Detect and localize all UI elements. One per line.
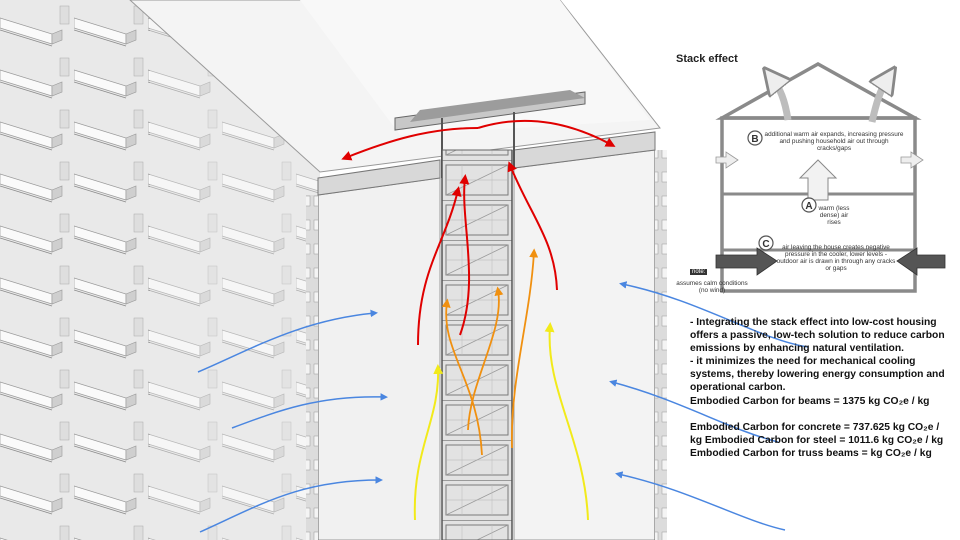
blue-arrow-in-4	[619, 281, 809, 348]
description-line-3: Embodied Carbon for beams = 1375 kg CO₂e…	[690, 395, 930, 407]
yellow-arrow-rise-2	[544, 322, 589, 521]
blue-arrow-in-3	[199, 476, 383, 533]
text-b: additional warm air expands, increasing …	[764, 131, 904, 152]
side-out-arrow-left	[715, 151, 739, 169]
orange-arrow-rise-2	[467, 286, 504, 431]
stack-effect-title: Stack effect	[676, 53, 738, 65]
side-out-arrow-right	[900, 151, 924, 169]
roof-vent-arrow-right	[868, 78, 888, 123]
rising-air-flow	[413, 322, 589, 521]
cool-air-flow	[197, 281, 809, 533]
red-arrow-rise-1	[417, 186, 462, 346]
blue-arrow-in-5	[609, 379, 779, 443]
label-b-circle	[747, 130, 763, 146]
label-c: C	[762, 239, 769, 250]
roof-vent-arrow-left	[772, 78, 788, 121]
inflow-arrow-left	[715, 247, 778, 276]
label-b: B	[751, 134, 758, 145]
red-arrow-rise-2	[459, 174, 471, 336]
warm-air-up-arrow	[798, 159, 838, 201]
note-label: note:	[690, 269, 708, 275]
note-text: assumes calm conditions (no wind)	[676, 280, 748, 294]
blue-arrow-in-6	[615, 471, 786, 531]
blue-arrow-in-2	[231, 393, 388, 429]
description-line-1: - Integrating the stack effect into low-…	[690, 317, 945, 355]
orange-arrow-rise-3	[510, 248, 539, 449]
warm-air-flow	[441, 248, 539, 456]
label-a-circle	[801, 197, 817, 213]
stair-core	[441, 149, 513, 540]
description-text: - Integrating the stack effect into low-…	[690, 316, 948, 460]
description-line-2: - it minimizes the need for mechanical c…	[690, 356, 945, 394]
inflow-arrow-right	[896, 247, 946, 276]
blue-arrow-in-1	[197, 309, 378, 373]
text-c: air leaving the house creates negative p…	[776, 244, 896, 272]
orange-arrow-rise-1	[441, 298, 483, 456]
label-c-circle	[758, 235, 774, 251]
label-a: A	[805, 201, 812, 212]
red-arrow-exhaust-right	[477, 119, 616, 147]
stack-effect-house: B A C	[715, 61, 946, 293]
description-line-4: Embodied Carbon for concrete = 737.625 k…	[690, 421, 944, 459]
hot-air-flow	[341, 119, 616, 346]
text-a: warm (less dense) air rises	[818, 205, 850, 226]
red-arrow-rise-3	[507, 161, 558, 291]
left-facade	[0, 0, 321, 540]
yellow-arrow-rise-1	[413, 364, 444, 521]
red-arrow-exhaust-left	[341, 127, 479, 161]
